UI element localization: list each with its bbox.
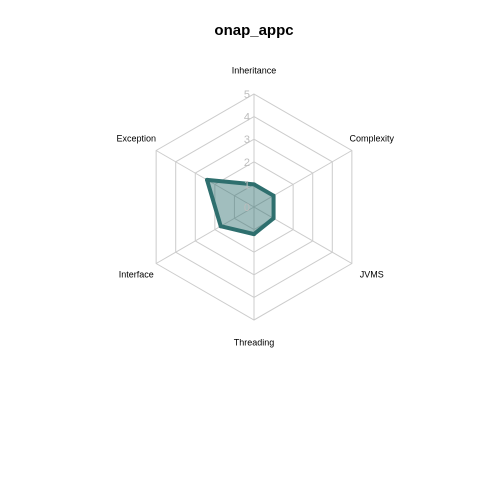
spoke-2 [253, 206, 353, 264]
axis-label-inheritance: Inheritance [232, 65, 277, 75]
chart-title: onap_appc [214, 22, 293, 39]
axis-label-jvms: JVMS [360, 269, 384, 279]
series-layer [205, 177, 276, 237]
tick-label-3: 3 [244, 134, 250, 146]
series-0-point-5 [205, 177, 210, 182]
axis-label-threading: Threading [234, 337, 275, 347]
tick-label-2: 2 [244, 157, 250, 169]
tick-label-4: 4 [244, 112, 250, 124]
tick-label-0: 0 [244, 202, 250, 214]
series-0-point-1 [271, 193, 276, 198]
tick-label-1: 1 [244, 179, 250, 191]
axis-label-complexity: Complexity [350, 133, 395, 143]
spoke-1 [253, 150, 353, 208]
series-0-point-0 [252, 182, 256, 187]
axis-label-exception: Exception [116, 133, 156, 143]
series-0-point-2 [271, 216, 276, 221]
series-0-area [205, 177, 276, 237]
grid-layer [155, 93, 353, 321]
spoke-4 [155, 206, 255, 264]
tick-layer: 0 1 2 3 4 5 [244, 89, 250, 214]
spoke-5 [155, 150, 255, 208]
series-0-point-4 [218, 224, 223, 229]
axis-label-interface: Interface [119, 269, 154, 279]
series-0-point-3 [252, 232, 256, 237]
tick-label-5: 5 [244, 89, 250, 101]
